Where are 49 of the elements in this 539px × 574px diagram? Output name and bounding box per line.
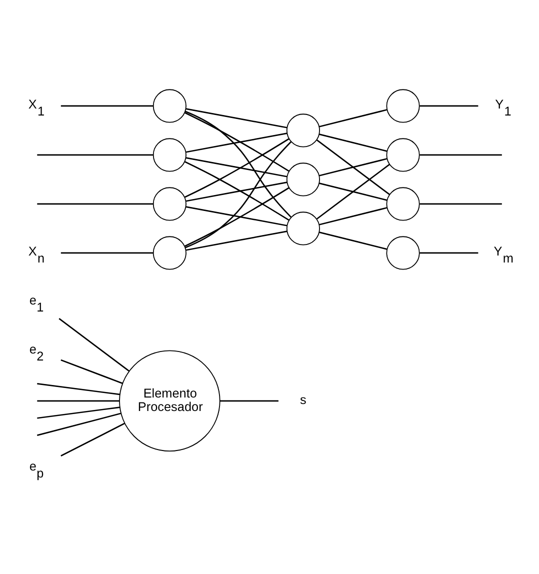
connector <box>185 141 292 248</box>
connector <box>186 182 288 202</box>
connector <box>319 207 388 226</box>
node-circle <box>386 89 420 123</box>
connector <box>316 164 390 220</box>
connector <box>319 134 388 152</box>
connector <box>60 422 126 456</box>
connector <box>316 140 390 196</box>
connector <box>184 187 290 247</box>
connector <box>37 203 154 205</box>
connector <box>319 182 388 201</box>
node-circle <box>386 138 420 172</box>
connector <box>37 154 154 156</box>
connector <box>186 230 288 251</box>
connector <box>60 359 123 384</box>
connector <box>186 157 288 178</box>
connector <box>420 154 502 156</box>
node-circle: Elemento Procesador <box>119 350 220 452</box>
node-circle <box>152 138 186 172</box>
connector <box>319 232 388 250</box>
connector <box>186 206 288 226</box>
node-text: s <box>300 393 306 408</box>
connector <box>37 382 120 396</box>
node-circle <box>286 114 320 148</box>
node-circle <box>286 212 320 246</box>
node-circle <box>386 236 420 270</box>
connector <box>37 406 120 419</box>
connector <box>58 318 130 372</box>
connector <box>420 105 478 107</box>
connector <box>36 412 122 436</box>
node-circle <box>386 187 420 221</box>
node-circle <box>152 236 186 270</box>
connector <box>220 400 278 402</box>
connector <box>184 138 290 198</box>
connector <box>420 252 478 254</box>
connector <box>37 400 120 402</box>
node-circle <box>286 162 320 196</box>
connector <box>319 109 388 128</box>
connector <box>186 108 288 128</box>
connector <box>184 112 290 172</box>
connector <box>319 158 388 176</box>
connector <box>60 252 154 254</box>
connector <box>420 203 502 205</box>
node-circle <box>152 187 186 221</box>
node-circle <box>152 89 186 123</box>
connector <box>60 105 154 107</box>
connector <box>186 132 288 153</box>
connector <box>185 110 292 218</box>
connector <box>184 161 290 221</box>
